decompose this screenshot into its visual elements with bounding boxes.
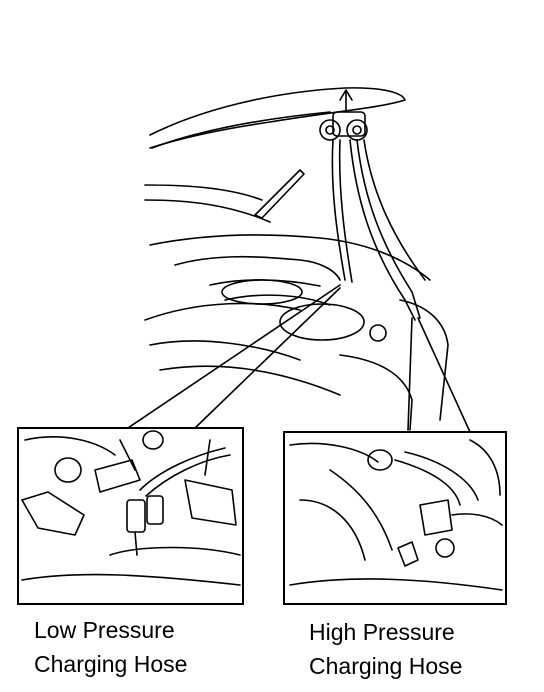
low-pressure-caption-line2: Charging Hose [34,651,188,677]
low-pressure-caption-line1: Low Pressure [34,617,175,643]
high-pressure-caption: High Pressure Charging Hose [309,615,462,683]
high-pressure-caption-line1: High Pressure [309,619,455,645]
low-pressure-inset [17,427,244,605]
low-pressure-caption: Low Pressure Charging Hose [34,613,187,681]
high-pressure-caption-line2: Charging Hose [309,653,463,679]
high-pressure-inset [283,431,507,605]
engine-bay-drawing [124,87,471,433]
